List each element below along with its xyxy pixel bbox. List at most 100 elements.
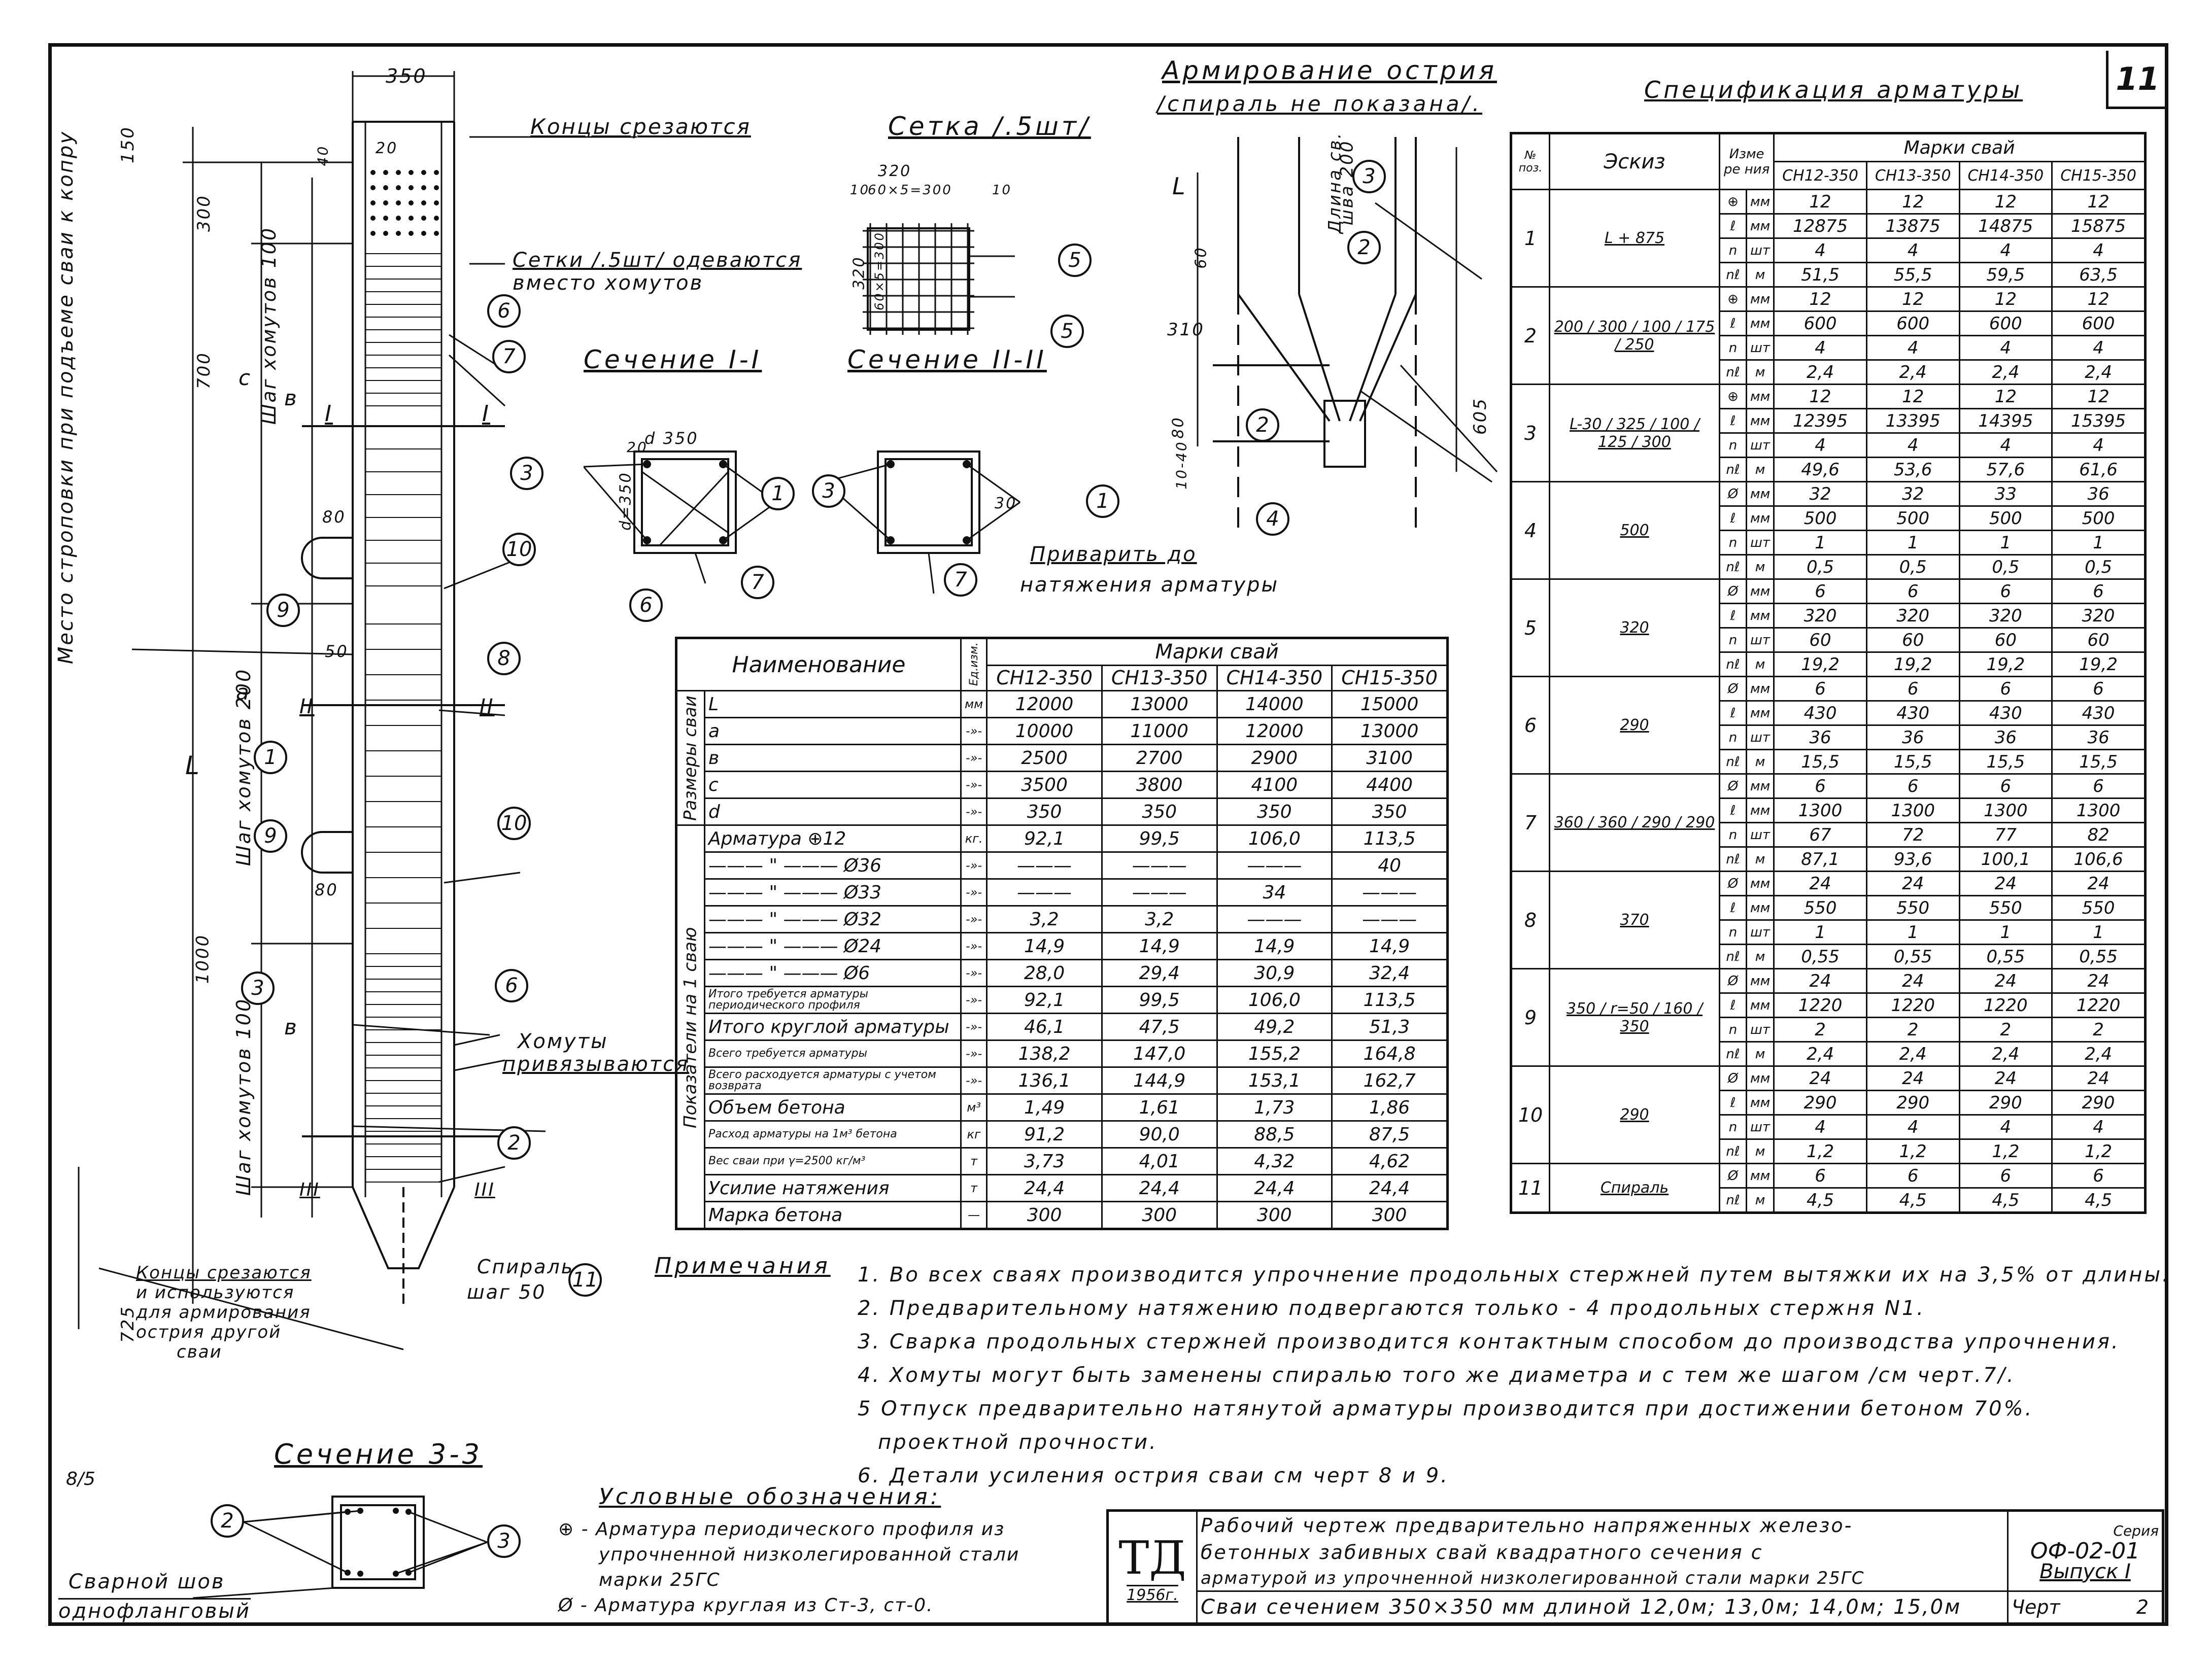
- section-mark-I-right: I: [482, 401, 490, 427]
- spec-meas-cell: мм: [1745, 505, 1775, 531]
- title-sheet-label: Черт: [2012, 1596, 2060, 1618]
- spec-value-cell: 6: [1958, 676, 2053, 702]
- note-3: 3. Сварка продольных стержней производит…: [858, 1330, 2120, 1353]
- indicators-row: Итого требуется арматуры периодического …: [676, 986, 1448, 1014]
- spec-value-cell: 6: [2051, 676, 2146, 702]
- spec-mark-1: СН12-350: [1773, 161, 1867, 190]
- ind-row-value: 350: [986, 797, 1103, 826]
- ends-cut-bottom-1: Концы срезаются: [136, 1263, 312, 1283]
- spec-meas-cell: n: [1719, 919, 1747, 945]
- mesh-dot: [421, 231, 426, 236]
- ind-row-value: ———: [986, 878, 1103, 907]
- mesh-dot: [396, 216, 401, 221]
- ind-row-value: 4400: [1331, 771, 1448, 799]
- callout-6-sec1: 6: [629, 588, 663, 622]
- ind-row-value: 4100: [1216, 771, 1333, 799]
- mesh-dot: [409, 185, 414, 190]
- spec-value-cell: 61,6: [2051, 457, 2146, 482]
- spec-meas-cell: Ø: [1719, 871, 1747, 896]
- ind-row-value: 46,1: [986, 1013, 1103, 1041]
- spec-value-cell: 4: [2051, 1114, 2146, 1140]
- spec-value-cell: 320: [1958, 603, 2053, 629]
- tip-title-1: Армирование острия: [1162, 56, 1497, 85]
- note-2: 2. Предварительному натяжению подвергают…: [858, 1297, 1925, 1320]
- section-1-title: Сечение I-I: [584, 345, 762, 374]
- spec-meas-cell: шт: [1745, 530, 1775, 556]
- spec-meas-cell: ⊕: [1719, 189, 1747, 215]
- ind-row-value: 40: [1331, 851, 1448, 880]
- mesh-w-inner: 60×5=300: [868, 183, 952, 198]
- ind-row-value: 113,5: [1331, 986, 1448, 1014]
- tip-d80: 80: [1169, 416, 1187, 439]
- spec-value-cell: 57,6: [1958, 457, 2053, 482]
- ind-row-value: 300: [1216, 1201, 1333, 1230]
- section-d350-vertical: d=350: [617, 471, 635, 531]
- spec-value-cell: 6: [1773, 578, 1867, 604]
- tip-callout-3: 3: [1352, 160, 1386, 193]
- spec-pos-no: 10: [1510, 1065, 1550, 1164]
- spec-value-cell: 14875: [1958, 213, 2053, 239]
- ind-row-unit: мм: [960, 690, 988, 718]
- section-3-drawing: [193, 1496, 488, 1599]
- spec-meas-cell: шт: [1745, 627, 1775, 653]
- spec-value-cell: 1300: [1773, 797, 1867, 823]
- tip-callout-2-right: 2: [1347, 231, 1381, 264]
- ind-row-name: ——— " ——— Ø32: [704, 905, 962, 933]
- stirrups-tied-2: привязываются: [502, 1053, 690, 1076]
- spec-meas-cell: n: [1719, 724, 1747, 750]
- legend-line-3: марки 25ГС: [599, 1570, 721, 1590]
- spec-value-cell: 1: [2051, 530, 2146, 556]
- spec-meas-cell: ℓ: [1719, 603, 1747, 629]
- spec-meas-cell: nℓ: [1719, 1138, 1747, 1164]
- ind-row-name: с: [704, 771, 962, 799]
- spec-value-cell: 2,4: [1773, 1041, 1867, 1067]
- legend-line-2: упрочненной низколегированной стали: [599, 1544, 1020, 1565]
- ind-header-unit: Ед.изм.: [961, 638, 987, 691]
- ind-row-value: 29,4: [1101, 959, 1218, 987]
- spec-value-cell: 15,5: [1865, 749, 1960, 775]
- ind-row-value: 87,5: [1331, 1120, 1448, 1149]
- spec-meas-cell: мм: [1745, 384, 1775, 409]
- ind-row-value: 113,5: [1331, 824, 1448, 853]
- spec-meas-cell: шт: [1745, 237, 1775, 263]
- spec-value-cell: 290: [1958, 1090, 2053, 1116]
- ind-row-value: 30,9: [1216, 959, 1333, 987]
- mesh-dot: [409, 200, 414, 205]
- ind-row-unit: кг: [960, 1120, 988, 1149]
- spec-value-cell: 1220: [1865, 992, 1960, 1018]
- spec-mark-2: СН13-350: [1865, 161, 1960, 190]
- ind-row-unit: -»-: [960, 1013, 988, 1041]
- spec-value-cell: 15,5: [1958, 749, 2053, 775]
- spec-value-cell: 36: [1773, 724, 1867, 750]
- spec-meas-cell: м: [1745, 1041, 1775, 1067]
- mesh-dot: [409, 231, 414, 236]
- title-logo-cell: ТД 1956г.: [1107, 1510, 1198, 1624]
- title-line-1: Рабочий чертеж предварительно напряженны…: [1196, 1510, 2009, 1539]
- spec-value-cell: 4: [2051, 432, 2146, 458]
- spec-meas-cell: Ø: [1719, 773, 1747, 799]
- tip-d60: 60: [1192, 246, 1210, 269]
- spec-meas-cell: ℓ: [1719, 992, 1747, 1018]
- spec-meas-cell: шт: [1745, 1114, 1775, 1140]
- spec-pos-no: 1: [1510, 189, 1550, 288]
- legend-line-4: Ø - Арматура круглая из Ст-3, ст-0.: [558, 1595, 934, 1616]
- spec-meas-cell: м: [1745, 457, 1775, 482]
- spec-value-cell: 12: [1773, 189, 1867, 215]
- ind-row-value: 300: [986, 1201, 1103, 1230]
- spec-meas-cell: ℓ: [1719, 408, 1747, 434]
- spec-meas-cell: мм: [1745, 773, 1775, 799]
- ind-row-value: 14,9: [1101, 932, 1218, 960]
- mesh-dot: [434, 200, 439, 205]
- ind-row-value: 106,0: [1216, 986, 1333, 1014]
- ind-row-value: 300: [1101, 1201, 1218, 1230]
- spec-value-cell: 24: [1773, 968, 1867, 994]
- callout-7-sec1: 7: [741, 566, 774, 599]
- mesh-dot: [396, 170, 401, 175]
